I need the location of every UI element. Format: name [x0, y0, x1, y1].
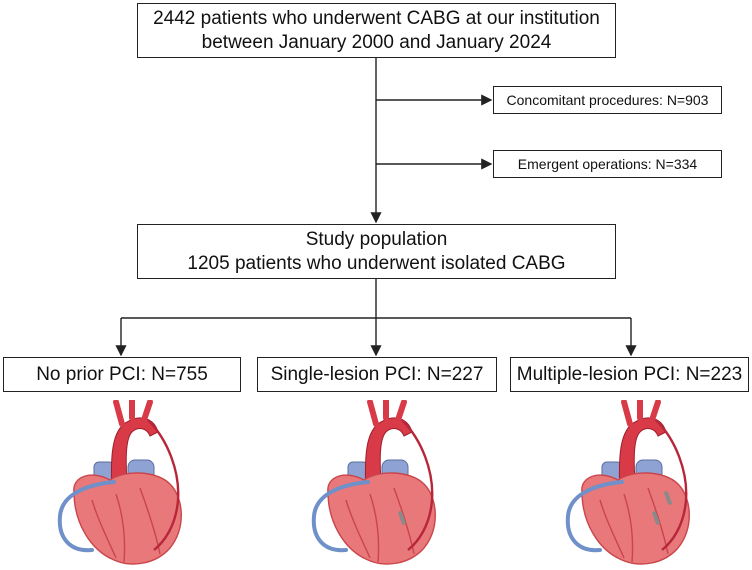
study-population-box: Study population 1205 patients who under… — [137, 224, 616, 279]
group-label-no-prior-pci: No prior PCI: N=755 — [36, 363, 208, 385]
group-label-single-lesion-pci: Single-lesion PCI: N=227 — [270, 363, 484, 385]
arterial-graft — [401, 419, 434, 551]
coronary-arteries — [91, 487, 161, 563]
source-population-line-1: 2442 patients who underwent CABG at our … — [153, 7, 600, 29]
exclusion-label-concomitant: Concomitant procedures: N=903 — [506, 92, 709, 108]
source-population-box: 2442 patients who underwent CABG at our … — [137, 3, 616, 58]
heart-illustration-no-pci — [57, 400, 182, 565]
group-label-multiple-lesion-pci: Multiple-lesion PCI: N=223 — [516, 363, 743, 385]
stent-1 — [398, 511, 406, 525]
exclusion-box-emergent: Emergent operations: N=334 — [493, 150, 722, 178]
aortic-arch-branches — [367, 400, 407, 427]
aortic-arch-branches — [621, 400, 661, 427]
group-box-multiple-lesion-pci: Multiple-lesion PCI: N=223 — [510, 357, 749, 392]
vein-graft — [565, 480, 624, 553]
study-population-line-1: Study population — [305, 228, 448, 250]
group-box-no-prior-pci: No prior PCI: N=755 — [3, 357, 241, 392]
heart-body — [327, 472, 436, 565]
stent-2 — [664, 491, 672, 505]
aortic-arch-branches — [113, 400, 153, 427]
group-box-single-lesion-pci: Single-lesion PCI: N=227 — [257, 357, 497, 392]
exclusion-box-concomitant: Concomitant procedures: N=903 — [493, 86, 722, 114]
arterial-graft — [147, 419, 180, 551]
study-population-line-2: 1205 patients who underwent isolated CAB… — [187, 252, 566, 274]
vein-graft — [57, 480, 116, 553]
vein-graft — [311, 480, 370, 553]
exclusion-label-emergent: Emergent operations: N=334 — [517, 156, 698, 172]
stent-1 — [652, 511, 660, 525]
arterial-graft — [655, 419, 688, 551]
heart-body — [581, 472, 690, 565]
source-population-line-2: between January 2000 and January 2024 — [201, 31, 552, 53]
heart-illustration-multiple-lesion — [565, 400, 690, 565]
heart-illustration-single-lesion — [311, 400, 436, 565]
heart-body — [73, 472, 182, 565]
